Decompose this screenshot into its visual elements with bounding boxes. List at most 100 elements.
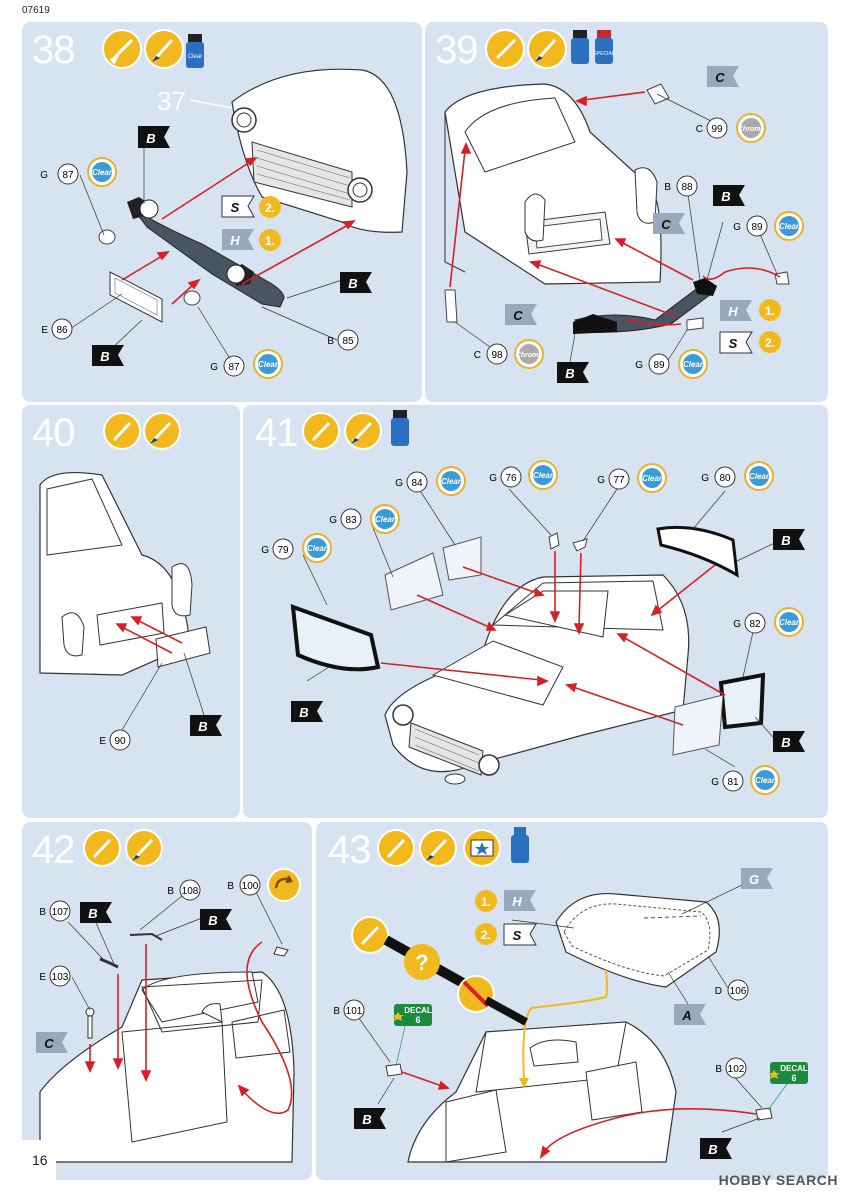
clear-paint-icon: Clear <box>87 157 117 187</box>
svg-text:Clear: Clear <box>307 544 328 553</box>
svg-text:83: 83 <box>345 515 357 526</box>
svg-text:G: G <box>733 222 741 233</box>
svg-text:G: G <box>395 478 403 489</box>
svg-text:B: B <box>664 182 671 193</box>
svg-text:B: B <box>39 907 46 918</box>
sprue-s-flag: S <box>719 331 753 354</box>
sprue-b-flag: B <box>557 362 589 383</box>
reference-step: 37 <box>157 86 186 116</box>
clear-paint-icon: Clear <box>302 533 332 563</box>
order-badge: 2. <box>475 923 497 945</box>
clear-bottle-icon <box>571 30 589 64</box>
sprue-b-flag: B <box>92 345 124 366</box>
step-number: 41 <box>255 411 298 455</box>
svg-text:Clear: Clear <box>375 515 396 524</box>
watermark-brand: HOBBY <box>718 1172 772 1188</box>
order-badge: 2. <box>259 196 281 218</box>
svg-text:86: 86 <box>56 325 68 336</box>
sprue-c-flag: C <box>505 304 537 325</box>
paint-brush-icon <box>144 29 184 69</box>
svg-text:C: C <box>715 70 725 85</box>
watermark: HOBBY SEARCH <box>719 1172 838 1188</box>
svg-text:DECAL: DECAL <box>404 1006 432 1015</box>
sprue-h-flag: H <box>720 300 752 321</box>
svg-text:Clear: Clear <box>779 222 800 231</box>
svg-text:B: B <box>227 881 234 892</box>
page-number: 16 <box>20 1140 56 1180</box>
sprue-c-flag: C <box>707 66 739 87</box>
glue-icon <box>302 412 340 450</box>
svg-text:Clear: Clear <box>755 776 776 785</box>
sprue-h-flag: H <box>504 890 536 911</box>
svg-text:1.: 1. <box>481 895 491 909</box>
svg-text:B: B <box>333 1006 340 1017</box>
svg-text:77: 77 <box>613 475 625 486</box>
sprue-c-flag: C <box>36 1032 68 1053</box>
svg-text:1.: 1. <box>765 304 775 318</box>
svg-text:G: G <box>701 473 709 484</box>
svg-text:S: S <box>729 336 738 351</box>
svg-text:B: B <box>781 735 790 750</box>
sprue-b-flag: B <box>773 529 805 550</box>
svg-text:100: 100 <box>242 881 259 892</box>
sprue-b-flag: B <box>80 902 112 923</box>
svg-text:G: G <box>711 777 719 788</box>
svg-text:84: 84 <box>411 478 423 489</box>
question-badge: ? <box>383 935 475 993</box>
svg-text:B: B <box>208 913 217 928</box>
svg-text:Clear: Clear <box>533 471 554 480</box>
svg-text:102: 102 <box>728 1064 745 1075</box>
rotate-icon <box>267 868 301 902</box>
svg-text:B: B <box>708 1142 717 1157</box>
part-callout: G 84 <box>395 471 428 493</box>
clear-bottle-icon: Clear <box>186 34 204 68</box>
svg-text:S: S <box>231 200 240 215</box>
svg-text:A: A <box>681 1008 691 1023</box>
glue-icon <box>377 829 415 867</box>
sprue-h-flag: H <box>222 229 254 250</box>
no-glue-icon <box>457 975 528 1026</box>
paint-brush-icon <box>125 829 163 867</box>
glue-icon <box>103 412 141 450</box>
clear-paint-icon: Clear <box>528 460 558 490</box>
svg-text:6: 6 <box>791 1073 796 1083</box>
svg-text:E: E <box>99 736 106 747</box>
step-43-panel: 43 ? <box>316 822 828 1180</box>
svg-text:C: C <box>44 1036 54 1051</box>
sprue-b-flag: B <box>340 272 372 293</box>
svg-text:H: H <box>728 304 738 319</box>
svg-text:103: 103 <box>52 972 69 983</box>
svg-text:S: S <box>513 928 522 943</box>
svg-text:G: G <box>749 872 759 887</box>
glue-icon <box>351 916 389 954</box>
svg-text:2.: 2. <box>265 201 275 215</box>
special-bottle-icon: SPECIAL <box>593 30 615 64</box>
svg-text:C: C <box>661 217 671 232</box>
sprue-s-flag: S <box>221 195 255 218</box>
svg-text:G: G <box>489 473 497 484</box>
svg-text:B: B <box>88 906 97 921</box>
paint-brush-icon <box>344 412 382 450</box>
clear-paint-icon: Clear <box>774 607 804 637</box>
document-code: 07619 <box>22 5 50 16</box>
glue-icon <box>83 829 121 867</box>
order-badge: 2. <box>759 331 781 353</box>
paint-brush-icon <box>527 29 567 69</box>
chrome-paint-icon: Chrome <box>514 339 544 369</box>
